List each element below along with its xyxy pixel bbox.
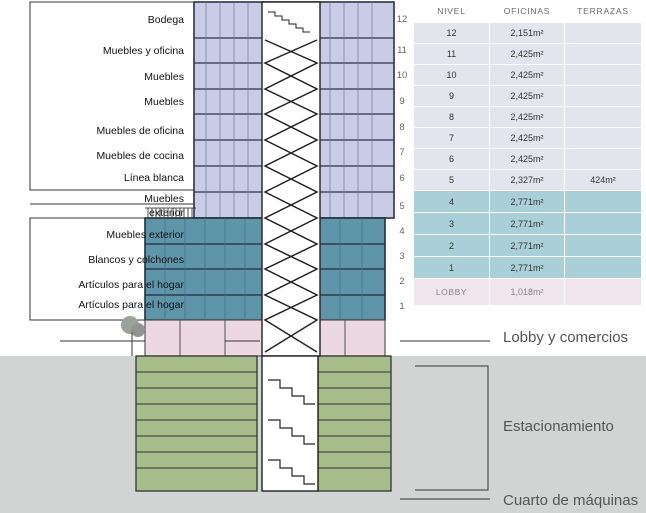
cell-terraces: [564, 278, 642, 306]
cell-level: 3: [413, 212, 490, 235]
cell-offices: 2,327m²: [489, 169, 565, 191]
tree-illustration: [121, 316, 145, 356]
cell-level: 11: [413, 43, 490, 65]
cell-offices: 1,018m²: [489, 278, 565, 306]
cell-offices: 2,771m²: [489, 256, 565, 279]
cell-terraces: [564, 190, 642, 213]
floor-number: 2: [399, 276, 405, 287]
floor-number: 12: [396, 14, 408, 25]
zone-label-parking: Estacionamiento: [503, 418, 614, 435]
cell-offices: 2,425m²: [489, 148, 565, 170]
cell-offices: 2,771m²: [489, 190, 565, 213]
tenant-label: Muebles: [144, 193, 184, 205]
cell-level: LOBBY: [413, 278, 490, 306]
cell-offices: 2,425m²: [489, 64, 565, 86]
cell-terraces: [564, 85, 642, 107]
column-header-offices: OFICINAS: [503, 6, 551, 16]
cell-offices: 2,151m²: [489, 22, 565, 44]
tenant-label: Muebles exterior: [106, 229, 184, 241]
tenant-label: Muebles de cocina: [96, 150, 184, 162]
cell-offices: 2,425m²: [489, 85, 565, 107]
tenant-label: Bodega: [147, 14, 184, 26]
tenant-label: Blancos y colchones: [88, 254, 184, 266]
cell-terraces: [564, 106, 642, 128]
tenant-label: Muebles y oficina: [102, 45, 184, 57]
tenant-label: Muebles: [144, 71, 184, 83]
cell-terraces: [564, 127, 642, 149]
column-header-level: NIVEL: [437, 6, 466, 16]
cell-offices: 2,771m²: [489, 234, 565, 257]
cell-offices: 2,425m²: [489, 106, 565, 128]
cell-terraces: [564, 43, 642, 65]
floor-number: 10: [396, 70, 408, 81]
cell-level: 1: [413, 256, 490, 279]
floor-number: 3: [399, 251, 405, 262]
cell-terraces: [564, 64, 642, 86]
tenant-label: Artículos para el hogar: [78, 279, 184, 291]
cell-level: 9: [413, 85, 490, 107]
tenant-label: Muebles: [144, 96, 184, 108]
stair-core: [261, 1, 321, 492]
cell-terraces: [564, 148, 642, 170]
cell-level: 5: [413, 169, 490, 191]
zone-label-machines: Cuarto de máquinas: [503, 492, 639, 509]
cell-level: 6: [413, 148, 490, 170]
cell-offices: 2,771m²: [489, 212, 565, 235]
column-header-terraces: TERRAZAS: [577, 6, 629, 16]
table-header-row: NIVEL OFICINAS TERRAZAS: [414, 0, 642, 23]
floor-number: 5: [399, 201, 405, 212]
cell-terraces: [564, 256, 642, 279]
cell-offices: 2,425m²: [489, 127, 565, 149]
cell-level: 4: [413, 190, 490, 213]
zone-label-lobby: Lobby y comercios: [503, 329, 629, 346]
cell-level: 2: [413, 234, 490, 257]
cell-terraces: [564, 234, 642, 257]
cell-terraces: 424m²: [564, 169, 642, 191]
cell-level: 10: [413, 64, 490, 86]
cell-level: 7: [413, 127, 490, 149]
parking-levels: [135, 355, 392, 492]
tenant-label: Artículos para el hogar: [78, 299, 184, 311]
cell-terraces: [564, 22, 642, 44]
cell-offices: 2,425m²: [489, 43, 565, 65]
floor-number: 9: [399, 96, 405, 107]
floor-number: 6: [399, 173, 405, 184]
floor-number: 11: [397, 45, 407, 56]
cell-level: 12: [413, 22, 490, 44]
tenant-leader-lines: [29, 1, 490, 500]
floor-number: 1: [399, 301, 405, 312]
tenant-label: Muebles de oficina: [96, 125, 184, 137]
cell-terraces: [564, 212, 642, 235]
floor-number: 4: [399, 226, 405, 237]
floor-number: 8: [399, 122, 405, 133]
tenant-label: exterior: [148, 207, 184, 219]
tenant-label: Línea blanca: [123, 172, 184, 184]
floor-number: 7: [399, 147, 405, 158]
cell-level: 8: [413, 106, 490, 128]
